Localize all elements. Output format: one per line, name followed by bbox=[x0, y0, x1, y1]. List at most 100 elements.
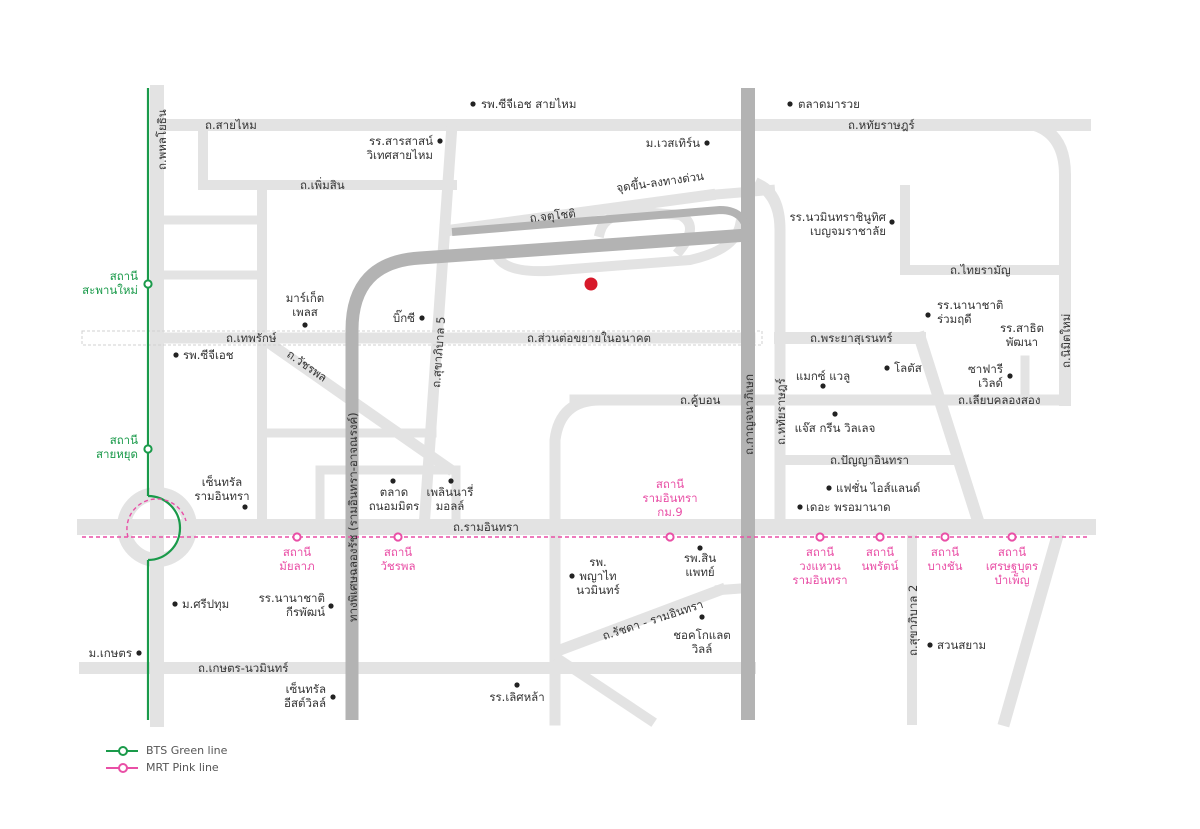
mrt-mai-lap-label-2: มัยลาภ bbox=[279, 559, 314, 573]
poi-label: ตลาดมารวย bbox=[798, 97, 860, 111]
poi-dot bbox=[704, 140, 710, 146]
poi-label: รพ.ซีจีเอช สายไหม bbox=[481, 97, 576, 111]
label-hatairat-v: ถ.หทัยราษฎร์ bbox=[774, 378, 788, 445]
poi-label: รร.นานาชาติ bbox=[937, 298, 1003, 312]
poi-ph-cgh-saimai[interactable]: รพ.ซีจีเอช สายไหม bbox=[470, 97, 576, 111]
legend-mrt: MRT Pink line bbox=[106, 759, 227, 776]
label-future-ext: ถ.ส่วนต่อขยายในอนาคต bbox=[527, 331, 651, 345]
poi-kasetsart[interactable]: ม.เกษตร bbox=[89, 646, 142, 660]
poi-label: เซ็นทรัล bbox=[202, 474, 242, 489]
poi-label: ม.ศรีปทุม bbox=[182, 597, 229, 611]
points-of-interest: รพ.ซีจีเอช สายไหม ตลาดมารวย รร.สารสาสน์ … bbox=[89, 97, 1044, 710]
bts-station-saphan-mai-marker[interactable] bbox=[143, 279, 153, 289]
poi-central-ram[interactable]: เซ็นทรัล รามอินทรา bbox=[194, 474, 250, 510]
poi-promenade[interactable]: เดอะ พรอมานาด bbox=[797, 500, 891, 514]
poi-label: สวนสยาม bbox=[937, 638, 986, 652]
poi-dot bbox=[787, 101, 793, 107]
poi-chocolate-ville[interactable]: ชอคโกแลต วิลล์ bbox=[673, 614, 731, 656]
mrt-station-mai-lap-marker[interactable] bbox=[292, 532, 302, 542]
poi-ph-cgh[interactable]: รพ.ซีจีเอช bbox=[173, 348, 234, 362]
poi-dot bbox=[889, 219, 895, 225]
label-sukhaphiban5: ถ.สุขาภิบาล 5 bbox=[429, 316, 448, 388]
poi-dot bbox=[925, 312, 931, 318]
poi-label: โลตัส bbox=[894, 361, 922, 375]
poi-central-eastville[interactable]: เซ็นทรัล อีสต์วิลล์ bbox=[284, 681, 336, 710]
poi-phyathai[interactable]: รพ. พญาไท นวมินทร์ bbox=[569, 555, 620, 597]
poi-lotus[interactable]: โลตัส bbox=[884, 361, 922, 375]
label-kaset-nawamin: ถ.เกษตร-นวมินทร์ bbox=[198, 661, 288, 675]
poi-lertla[interactable]: รร.เลิศหล้า bbox=[489, 682, 545, 704]
poi-label: ตลาด bbox=[380, 485, 408, 499]
poi-label: ซาฟารี bbox=[968, 362, 1003, 376]
map-legend: BTS Green line MRT Pink line bbox=[106, 742, 227, 776]
poi-dot bbox=[448, 478, 454, 484]
poi-safari-world[interactable]: ซาฟารี เวิลด์ bbox=[968, 362, 1013, 390]
poi-dot bbox=[699, 614, 705, 620]
poi-label: วิลล์ bbox=[691, 642, 712, 656]
poi-label: รพ.ซีจีเอช bbox=[183, 348, 234, 362]
mrt-station-markers bbox=[292, 532, 1017, 542]
poi-label: แจ๊ส กรีน วิลเลจ bbox=[795, 421, 876, 435]
mrt-ram-km9-label-3: กม.9 bbox=[657, 505, 683, 519]
poi-m-western[interactable]: ม.เวสเทิร์น bbox=[646, 136, 710, 150]
poi-dot bbox=[419, 315, 425, 321]
poi-sinphaet[interactable]: รพ.สิน แพทย์ bbox=[684, 545, 716, 579]
poi-talad-marui[interactable]: ตลาดมารวย bbox=[787, 97, 860, 111]
mrt-wongwaen-label-1: สถานี bbox=[806, 545, 834, 559]
label-phahon: ถ.พหลโยธิน bbox=[155, 109, 169, 170]
legend-mrt-label: MRT Pink line bbox=[146, 761, 219, 774]
poi-sarasas[interactable]: รร.สารสาสน์ วิเทศสายไหม bbox=[366, 134, 443, 162]
poi-big-c[interactable]: บิ๊กซี bbox=[393, 309, 425, 325]
mrt-station-setthabut-marker[interactable] bbox=[1007, 532, 1017, 542]
poi-dot bbox=[797, 504, 803, 510]
poi-max-value[interactable]: แมกซ์ แวลู bbox=[796, 369, 850, 389]
poi-fashion-island[interactable]: แฟชั่น ไอส์แลนด์ bbox=[826, 480, 920, 495]
poi-nawamin-school[interactable]: รร.นวมินทราชินูทิศ เบญจมราชาลัย bbox=[789, 210, 895, 238]
bts-station-sai-yud-marker[interactable] bbox=[143, 444, 153, 454]
poi-plearnary[interactable]: เพลินนารี่ มอลล์ bbox=[427, 478, 474, 513]
poi-sathit-phatthana[interactable]: รร.สาธิต พัฒนา bbox=[1000, 321, 1044, 349]
poi-talad-thanom[interactable]: ตลาด ถนอมมิตร bbox=[369, 478, 420, 513]
expressway-ramp bbox=[451, 206, 752, 241]
poi-dot bbox=[136, 650, 142, 656]
label-phermsin: ถ.เพิ่มสิน bbox=[300, 177, 345, 192]
label-sammakorn: ถ.สุขาภิบาล 2 bbox=[906, 585, 920, 656]
roundabout bbox=[117, 487, 197, 567]
mrt-pink-line bbox=[82, 498, 1090, 538]
mrt-station-bang-chan-marker[interactable] bbox=[940, 532, 950, 542]
mrt-station-watcharaphon-marker[interactable] bbox=[393, 532, 403, 542]
mrt-station-ram-km9-marker[interactable] bbox=[665, 532, 675, 542]
poi-dot bbox=[330, 694, 336, 700]
label-saimai: ถ.สายไหม bbox=[205, 118, 257, 132]
poi-dot bbox=[172, 601, 178, 607]
poi-label: เพลินนารี่ bbox=[427, 484, 474, 499]
poi-dot bbox=[242, 504, 248, 510]
poi-sripatum[interactable]: ม.ศรีปทุม bbox=[172, 597, 229, 611]
poi-label: เบญจมราชาลัย bbox=[810, 224, 886, 238]
poi-dot bbox=[569, 573, 575, 579]
poi-label: ม.เวสเทิร์น bbox=[646, 136, 700, 150]
legend-bts: BTS Green line bbox=[106, 742, 227, 759]
label-hathairat: ถ.หทัยราษฎร์ bbox=[848, 118, 915, 132]
expressways bbox=[345, 88, 755, 720]
poi-label: ถนอมมิตร bbox=[369, 499, 420, 513]
poi-dot bbox=[927, 642, 933, 648]
road-hatairat-vertical bbox=[752, 177, 786, 533]
destination-marker[interactable] bbox=[584, 277, 598, 291]
mrt-station-wongwaen-marker[interactable] bbox=[815, 532, 825, 542]
poi-nanachat-ruamrudee[interactable]: รร.นานาชาติ ร่วมฤดี bbox=[925, 298, 1003, 326]
poi-suan-siam[interactable]: สวนสยาม bbox=[927, 638, 986, 652]
poi-dot bbox=[820, 383, 826, 389]
poi-dot bbox=[832, 411, 838, 417]
poi-label: รร.สาธิต bbox=[1000, 321, 1044, 335]
poi-label: มอลล์ bbox=[436, 499, 465, 513]
mrt-station-nopparat-marker[interactable] bbox=[875, 532, 885, 542]
label-khubon: ถ.คู้บอน bbox=[680, 393, 721, 407]
poi-market-place[interactable]: มาร์เก็ต เพลส bbox=[286, 290, 325, 328]
poi-label: ร่วมฤดี bbox=[937, 312, 972, 326]
expressway-chalong-rat bbox=[345, 228, 749, 720]
poi-dot bbox=[328, 603, 334, 609]
poi-jas-green[interactable]: แจ๊ส กรีน วิลเลจ bbox=[795, 411, 876, 435]
poi-nanachat-kirapat[interactable]: รร.นานาชาติ กีรพัฒน์ bbox=[259, 591, 334, 619]
